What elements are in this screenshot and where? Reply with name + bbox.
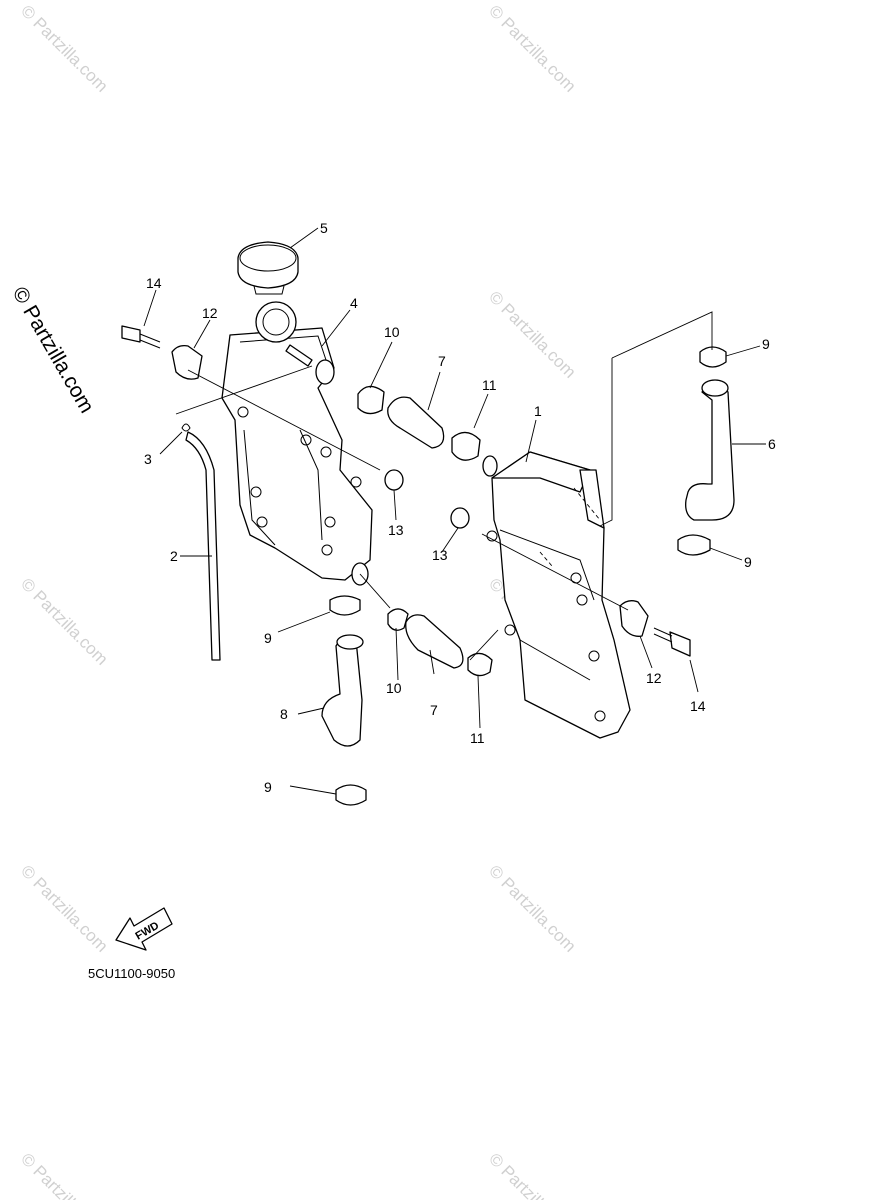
watermark: © Partzilla.com — [17, 1, 111, 95]
callout-9: 9 — [264, 630, 272, 646]
hose-clamps — [329, 346, 727, 806]
upper-hose — [685, 385, 735, 521]
bolts — [121, 325, 691, 657]
connecting-hose-lower — [405, 614, 464, 669]
fwd-arrow: FWD — [115, 907, 173, 951]
left-radiator — [221, 301, 373, 586]
callout-11: 11 — [482, 377, 497, 393]
callout-11: 11 — [470, 730, 485, 746]
callout-numbers: 1 2 3 4 5 6 7 7 8 9 9 9 9 10 10 11 11 12… — [144, 220, 776, 795]
connecting-hose-upper — [387, 396, 445, 449]
callout-12: 12 — [646, 670, 662, 686]
callout-13: 13 — [388, 522, 404, 538]
hose-clamp — [387, 608, 409, 631]
callout-14: 14 — [690, 698, 706, 714]
callout-6: 6 — [768, 436, 776, 452]
callout-13: 13 — [432, 547, 448, 563]
callout-9: 9 — [744, 554, 752, 570]
grommet — [171, 344, 203, 380]
lower-hose — [321, 636, 363, 747]
collar — [384, 469, 404, 491]
callout-10: 10 — [384, 324, 400, 340]
callout-12: 12 — [202, 305, 218, 321]
hose-clamp — [467, 652, 493, 677]
radiator-cap — [237, 241, 299, 295]
callout-7: 7 — [430, 702, 438, 718]
diagram-code: 5CU1100-9050 — [88, 966, 175, 981]
callout-1: 1 — [534, 403, 542, 419]
callout-8: 8 — [280, 706, 288, 722]
callout-3: 3 — [144, 451, 152, 467]
callout-5: 5 — [320, 220, 328, 236]
watermark: © Partzilla.com — [17, 861, 111, 955]
grommet — [619, 600, 649, 637]
callout-10: 10 — [386, 680, 402, 696]
callout-7: 7 — [438, 353, 446, 369]
side-watermark: © Partzilla.com — [8, 283, 99, 417]
collar — [450, 507, 470, 529]
watermark: © Partzilla.com — [485, 1149, 579, 1200]
callout-9: 9 — [264, 779, 272, 795]
hose-clamp — [451, 431, 481, 461]
callout-9: 9 — [762, 336, 770, 352]
reference-lines — [175, 311, 713, 661]
watermark: © Partzilla.com — [17, 574, 111, 668]
watermark: © Partzilla.com — [485, 287, 579, 381]
callout-2: 2 — [170, 548, 178, 564]
watermark: © Partzilla.com — [485, 1, 579, 95]
callout-14: 14 — [146, 275, 162, 291]
overflow-hose — [185, 431, 221, 661]
watermark: © Partzilla.com — [485, 861, 579, 955]
watermarks: © Partzilla.com © Partzilla.com © Partzi… — [8, 1, 580, 1200]
right-radiator — [482, 451, 631, 739]
callout-4: 4 — [350, 295, 358, 311]
watermark: © Partzilla.com — [17, 1149, 111, 1200]
hose-clip — [181, 423, 191, 432]
hose-clamp — [357, 385, 385, 415]
callout-leaders — [143, 227, 766, 795]
